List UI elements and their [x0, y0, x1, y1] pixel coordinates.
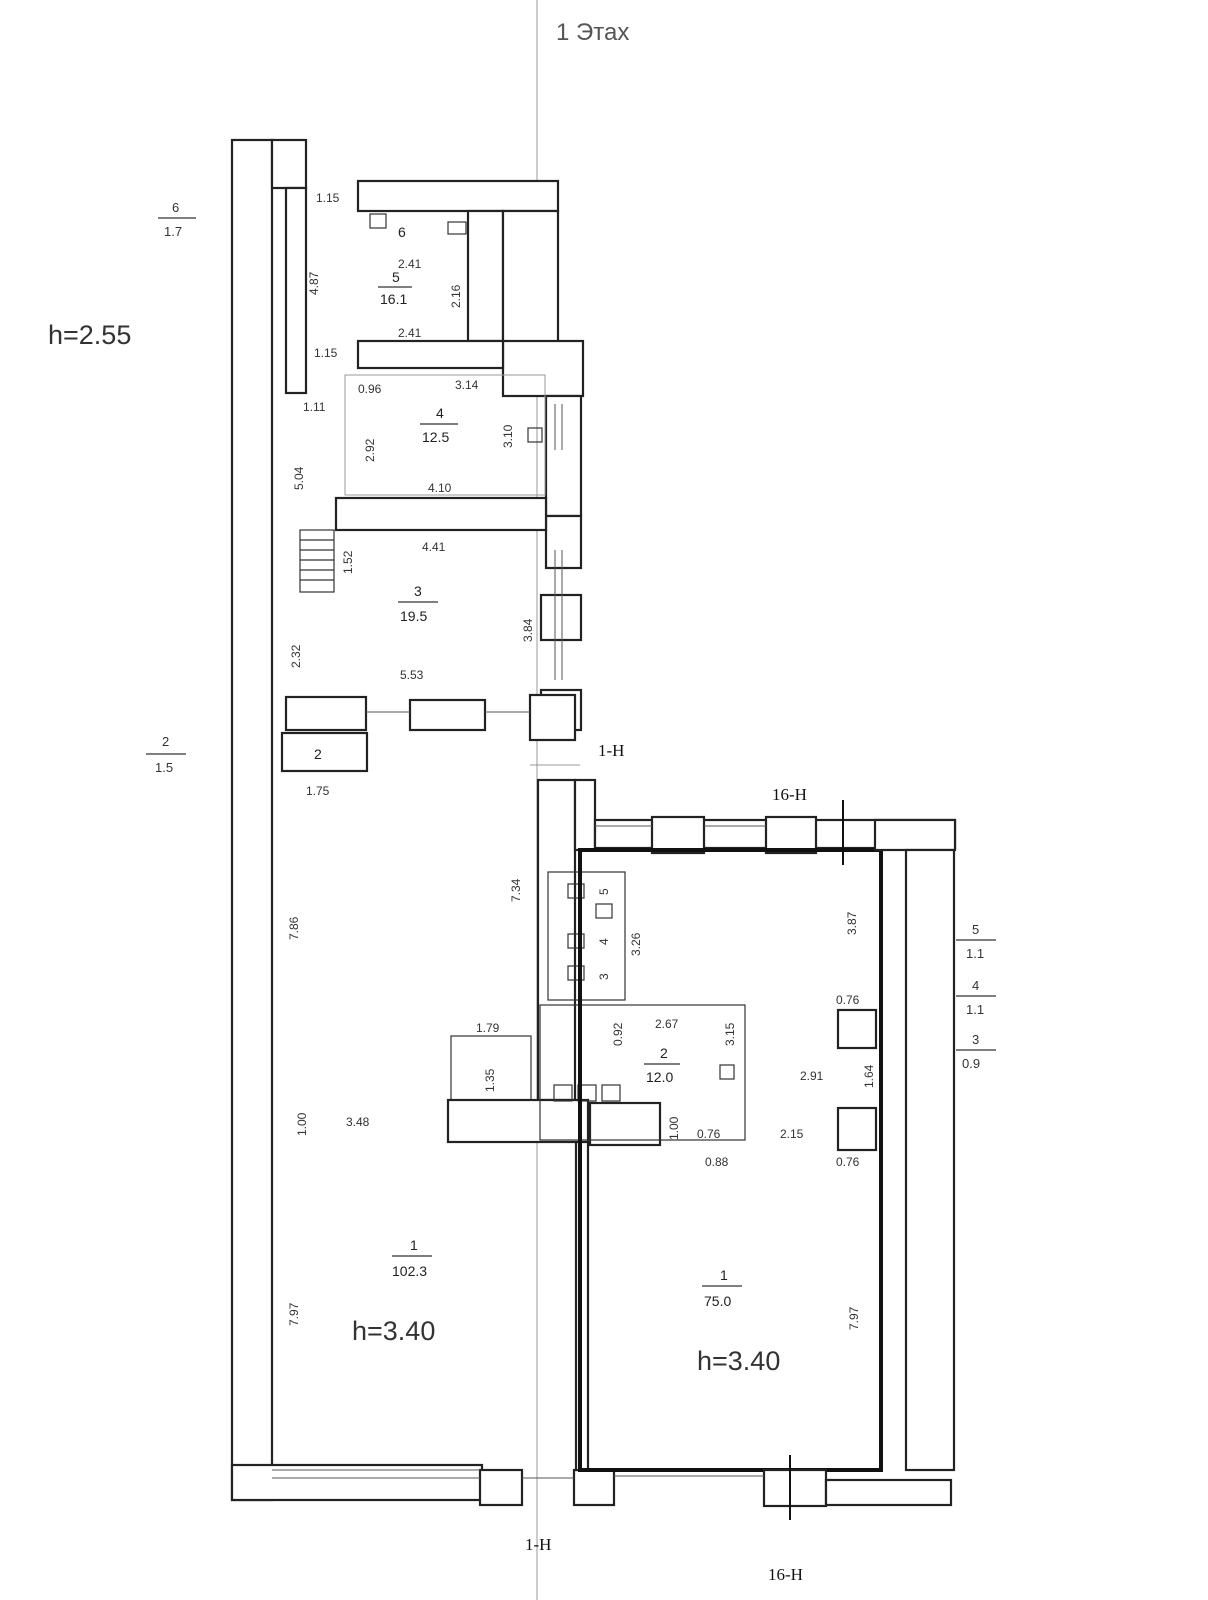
svg-text:3.26: 3.26 [629, 932, 643, 956]
floor-title: 1 Этах [556, 19, 629, 46]
svg-text:1.79: 1.79 [476, 1021, 500, 1035]
svg-text:3.10: 3.10 [501, 424, 515, 448]
svg-text:3.14: 3.14 [455, 378, 479, 392]
height-label-room-1-left: h=3.40 [352, 1316, 435, 1346]
svg-text:12.0: 12.0 [646, 1069, 673, 1085]
svg-text:1.15: 1.15 [316, 191, 340, 205]
svg-text:2.16: 2.16 [449, 284, 463, 308]
svg-text:1.1: 1.1 [966, 946, 984, 961]
svg-text:12.5: 12.5 [422, 429, 449, 445]
outside-fraction-3: 3 0.9 [956, 1032, 996, 1071]
svg-text:0.88: 0.88 [705, 1155, 729, 1169]
svg-text:1.35: 1.35 [483, 1068, 497, 1092]
wc-3-number: 3 [597, 973, 611, 980]
outside-fraction-6: 6 1.7 [158, 200, 196, 239]
svg-text:2.91: 2.91 [800, 1069, 824, 1083]
room-1-label-left: 1 102.3 [392, 1237, 432, 1279]
section-label-16h-top: 16-Н [772, 785, 807, 804]
section-label-1h-bottom: 1-Н [525, 1535, 551, 1554]
height-label-outside: h=2.55 [48, 320, 131, 350]
svg-text:75.0: 75.0 [704, 1293, 731, 1309]
svg-text:5.53: 5.53 [400, 668, 424, 682]
room-5-label: 5 16.1 [378, 269, 412, 307]
svg-text:2: 2 [660, 1045, 668, 1061]
svg-text:4.10: 4.10 [428, 481, 452, 495]
svg-text:102.3: 102.3 [392, 1263, 427, 1279]
svg-text:7.34: 7.34 [509, 878, 523, 902]
svg-text:3.15: 3.15 [723, 1022, 737, 1046]
svg-text:2.32: 2.32 [289, 644, 303, 668]
svg-text:3.87: 3.87 [845, 911, 859, 935]
room-4-label: 4 12.5 [420, 405, 458, 445]
svg-text:2: 2 [162, 734, 169, 749]
svg-text:2.92: 2.92 [363, 438, 377, 462]
room-2-number-left: 2 [314, 746, 322, 762]
svg-text:2.15: 2.15 [780, 1127, 804, 1141]
svg-text:1.11: 1.11 [303, 400, 326, 414]
svg-text:0.92: 0.92 [611, 1022, 625, 1046]
svg-text:3: 3 [972, 1032, 979, 1047]
height-label-room-1-right: h=3.40 [697, 1346, 780, 1376]
right-unit-walls [578, 815, 957, 1508]
svg-text:0.76: 0.76 [697, 1127, 721, 1141]
left-building-walls [230, 138, 746, 1507]
svg-text:1.00: 1.00 [295, 1112, 309, 1136]
room-2-label-right: 2 12.0 [644, 1045, 680, 1085]
svg-text:2.41: 2.41 [398, 326, 422, 340]
svg-text:1.15: 1.15 [314, 346, 338, 360]
svg-text:5.04: 5.04 [292, 466, 306, 490]
svg-text:2.67: 2.67 [655, 1017, 679, 1031]
section-label-1h-top: 1-Н [598, 741, 624, 760]
section-label-16h-bottom: 16-Н [768, 1565, 803, 1584]
svg-text:19.5: 19.5 [400, 608, 427, 624]
svg-text:1.00: 1.00 [667, 1116, 681, 1140]
svg-text:4.41: 4.41 [422, 540, 446, 554]
outside-fraction-2: 2 1.5 [146, 734, 186, 775]
svg-text:3.48: 3.48 [346, 1115, 370, 1129]
svg-text:4: 4 [436, 405, 444, 421]
svg-text:5: 5 [972, 922, 979, 937]
svg-text:1.64: 1.64 [862, 1064, 876, 1088]
svg-text:4.87: 4.87 [307, 271, 321, 295]
svg-text:0.9: 0.9 [962, 1056, 980, 1071]
outside-fraction-5: 5 1.1 [956, 922, 996, 961]
svg-text:1.75: 1.75 [306, 784, 330, 798]
svg-text:3: 3 [414, 583, 422, 599]
svg-text:1: 1 [410, 1237, 418, 1253]
wc-5-number: 5 [597, 888, 611, 895]
svg-text:16.1: 16.1 [380, 291, 407, 307]
svg-text:7.97: 7.97 [287, 1302, 301, 1326]
svg-text:0.76: 0.76 [836, 993, 860, 1007]
room-1-label-right: 1 75.0 [702, 1267, 742, 1309]
svg-text:0.76: 0.76 [836, 1155, 860, 1169]
windows [366, 404, 563, 713]
svg-text:7.97: 7.97 [847, 1306, 861, 1330]
svg-text:1: 1 [720, 1267, 728, 1283]
dimension-labels: 1.15 2.41 4.87 2.16 2.41 1.15 0.96 3.14 … [287, 191, 876, 1330]
wc-4-number: 4 [597, 938, 611, 945]
svg-text:5: 5 [392, 269, 400, 285]
svg-text:7.86: 7.86 [287, 916, 301, 940]
svg-text:0.96: 0.96 [358, 382, 382, 396]
section-cuts [530, 764, 844, 1520]
room-3-label: 3 19.5 [398, 583, 438, 624]
svg-text:2.41: 2.41 [398, 257, 422, 271]
svg-text:4: 4 [972, 978, 979, 993]
outside-fraction-4: 4 1.1 [956, 978, 996, 1017]
svg-text:6: 6 [172, 200, 179, 215]
svg-text:1.1: 1.1 [966, 1002, 984, 1017]
svg-text:3.84: 3.84 [521, 618, 535, 642]
svg-text:1.5: 1.5 [155, 760, 173, 775]
room-6-number: 6 [398, 224, 406, 240]
svg-text:1.52: 1.52 [341, 550, 355, 574]
svg-text:1.7: 1.7 [164, 224, 182, 239]
